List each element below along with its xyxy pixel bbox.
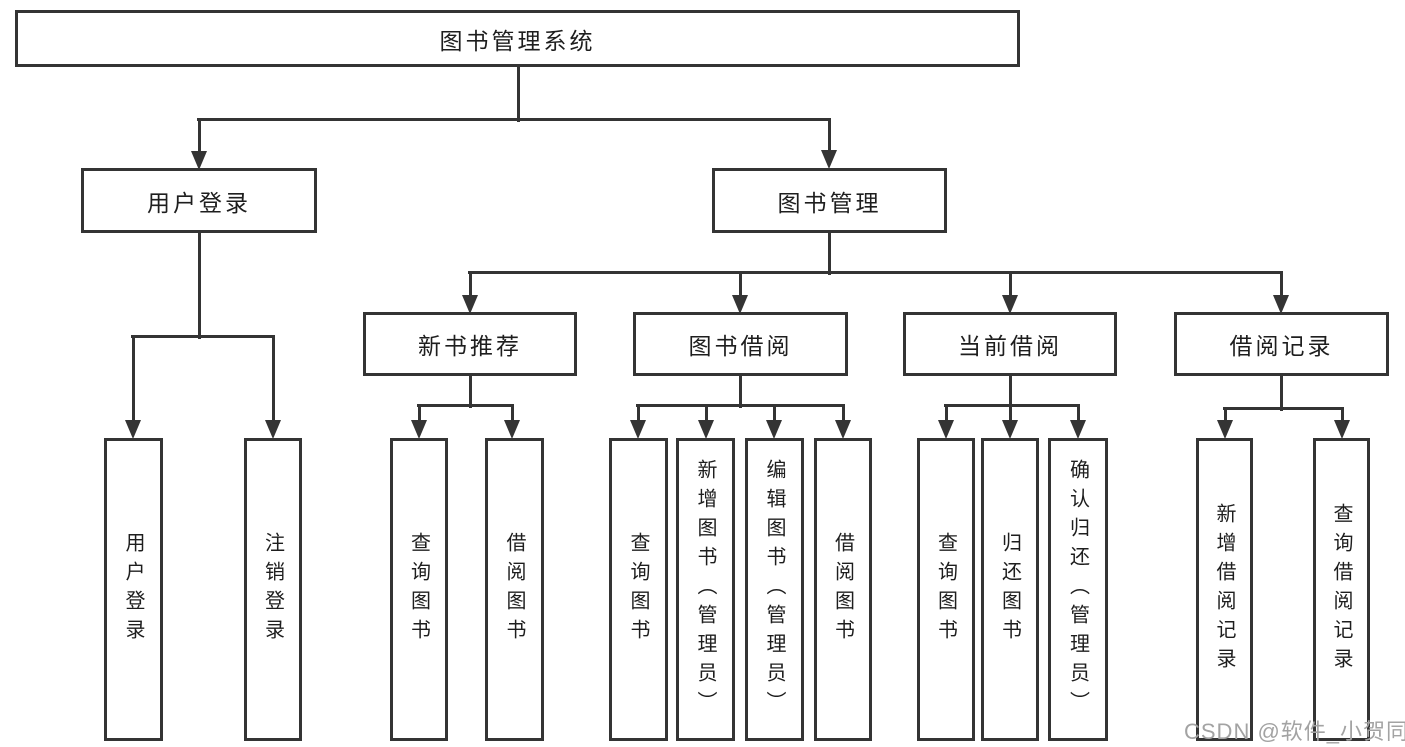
csdn-watermark: CSDN @软件_小贺同学 bbox=[1184, 719, 1405, 744]
leaf-label: 查询图书 bbox=[627, 531, 649, 648]
node-library-management-system: 图书管理系统 bbox=[15, 10, 1020, 67]
connector-line bbox=[1280, 376, 1283, 411]
arrow-shaft bbox=[828, 119, 831, 157]
arrow-shaft bbox=[469, 272, 472, 302]
arrow-shaft bbox=[272, 336, 275, 427]
arrowhead-down-icon bbox=[504, 420, 520, 439]
node-borrowing-records: 借阅记录 bbox=[1174, 312, 1389, 376]
arrowhead-down-icon bbox=[630, 420, 646, 439]
node-label: 新书推荐 bbox=[418, 333, 522, 359]
connector-line bbox=[517, 67, 520, 122]
node-user-login: 用户登录 bbox=[81, 168, 317, 233]
node-book-borrowing: 图书借阅 bbox=[633, 312, 848, 376]
leaf-label: 查询图书 bbox=[934, 531, 957, 648]
arrowhead-down-icon bbox=[265, 420, 281, 439]
connector-line bbox=[828, 233, 831, 275]
node-label: 借阅记录 bbox=[1229, 333, 1334, 359]
leaf-add-borrow-record: 新增借阅记录 bbox=[1196, 438, 1253, 741]
leaf-label: 查询图书 bbox=[407, 531, 430, 648]
leaf-user-login: 用户登录 bbox=[104, 438, 163, 741]
leaf-borrow-books-recommend: 借阅图书 bbox=[485, 438, 544, 741]
arrow-shaft bbox=[705, 405, 708, 427]
connector-line bbox=[739, 376, 742, 408]
arrowhead-down-icon bbox=[698, 420, 714, 439]
arrowhead-down-icon bbox=[411, 420, 427, 439]
leaf-query-borrow-record: 查询借阅记录 bbox=[1313, 438, 1370, 741]
leaf-add-book-admin: 新增图书（管理员） bbox=[676, 438, 735, 741]
leaf-query-books-current: 查询图书 bbox=[917, 438, 975, 741]
leaf-label: 新增图书（管理员） bbox=[694, 459, 716, 720]
arrowhead-down-icon bbox=[766, 420, 782, 439]
arrowhead-down-icon bbox=[191, 151, 207, 170]
leaf-label: 归还图书 bbox=[998, 531, 1021, 648]
arrowhead-down-icon bbox=[732, 295, 748, 314]
connector-line bbox=[469, 376, 472, 408]
arrowhead-down-icon bbox=[1217, 420, 1233, 439]
leaf-return-book: 归还图书 bbox=[981, 438, 1039, 741]
arrow-shaft bbox=[418, 405, 421, 427]
node-label: 图书借阅 bbox=[688, 333, 793, 359]
leaf-label: 确认归还（管理员） bbox=[1066, 459, 1089, 720]
arrowhead-down-icon bbox=[1002, 420, 1018, 439]
arrow-shaft bbox=[945, 405, 948, 427]
leaf-label: 查询借阅记录 bbox=[1330, 502, 1352, 677]
node-label: 当前借阅 bbox=[958, 333, 1062, 359]
arrowhead-down-icon bbox=[125, 420, 141, 439]
connector-line bbox=[197, 118, 831, 121]
arrow-shaft bbox=[1280, 272, 1283, 302]
leaf-label: 借阅图书 bbox=[831, 531, 854, 648]
leaf-label: 注销登录 bbox=[261, 531, 284, 648]
arrowhead-down-icon bbox=[1334, 420, 1350, 439]
arrow-shaft bbox=[511, 405, 514, 427]
connector-line bbox=[944, 404, 1080, 407]
arrow-shaft bbox=[1224, 408, 1227, 427]
arrowhead-down-icon bbox=[821, 150, 837, 169]
connector-line bbox=[1009, 376, 1012, 408]
node-current-borrowing: 当前借阅 bbox=[903, 312, 1117, 376]
connector-line bbox=[417, 404, 514, 407]
leaf-borrow-books-borrowing: 借阅图书 bbox=[814, 438, 872, 741]
connector-line bbox=[468, 271, 1283, 274]
connector-line bbox=[198, 233, 201, 339]
arrow-shaft bbox=[773, 405, 776, 427]
leaf-query-books-borrowing: 查询图书 bbox=[609, 438, 668, 741]
leaf-confirm-return-admin: 确认归还（管理员） bbox=[1048, 438, 1108, 741]
arrowhead-down-icon bbox=[1002, 295, 1018, 314]
arrow-shaft bbox=[198, 119, 201, 158]
leaf-query-books-recommend: 查询图书 bbox=[390, 438, 448, 741]
arrow-shaft bbox=[1009, 272, 1012, 302]
arrowhead-down-icon bbox=[835, 420, 851, 439]
arrow-shaft bbox=[1341, 408, 1344, 427]
arrow-shaft bbox=[842, 405, 845, 427]
node-label: 图书管理系统 bbox=[439, 27, 596, 54]
arrowhead-down-icon bbox=[1273, 295, 1289, 314]
arrowhead-down-icon bbox=[462, 295, 478, 314]
arrow-shaft bbox=[132, 336, 135, 427]
leaf-edit-book-admin: 编辑图书（管理员） bbox=[745, 438, 804, 741]
arrowhead-down-icon bbox=[1070, 420, 1086, 439]
connector-line bbox=[131, 335, 275, 338]
connector-line bbox=[1223, 407, 1344, 410]
node-label: 用户登录 bbox=[147, 189, 251, 216]
node-new-book-recommendation: 新书推荐 bbox=[363, 312, 577, 376]
arrowhead-down-icon bbox=[938, 420, 954, 439]
leaf-label: 新增借阅记录 bbox=[1213, 502, 1235, 677]
leaf-logout: 注销登录 bbox=[244, 438, 302, 741]
leaf-label: 编辑图书（管理员） bbox=[763, 459, 785, 720]
leaf-label: 借阅图书 bbox=[503, 531, 525, 648]
arrow-shaft bbox=[1009, 405, 1012, 427]
arrow-shaft bbox=[739, 272, 742, 302]
arrow-shaft bbox=[637, 405, 640, 427]
arrow-shaft bbox=[1077, 405, 1080, 427]
leaf-label: 用户登录 bbox=[122, 531, 144, 648]
node-book-management: 图书管理 bbox=[712, 168, 947, 233]
node-label: 图书管理 bbox=[777, 189, 882, 216]
